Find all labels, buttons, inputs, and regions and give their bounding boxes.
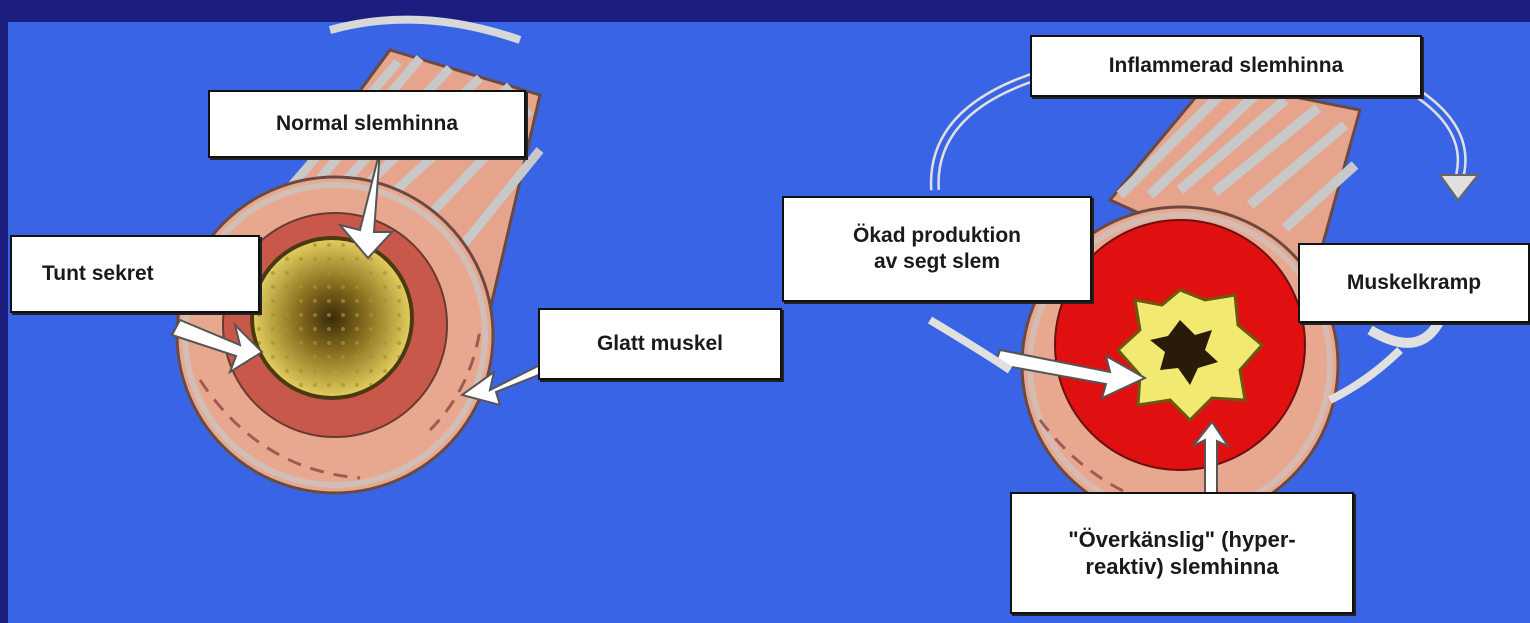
label-thin-secretion: Tunt sekret bbox=[10, 235, 260, 313]
label-normal-mucosa: Normal slemhinna bbox=[208, 90, 526, 158]
label-muscle-spasm: Muskelkramp bbox=[1298, 243, 1530, 323]
label-smooth-muscle: Glatt muskel bbox=[538, 308, 782, 380]
label-inflamed-mucosa: Inflammerad slemhinna bbox=[1030, 35, 1422, 97]
label-increased-mucus-production: Ökad produktion av segt slem bbox=[782, 196, 1092, 302]
label-hyperreactive-mucosa: "Överkänslig" (hyper- reaktiv) slemhinna bbox=[1010, 492, 1354, 614]
normal-airway-cross-section bbox=[177, 177, 493, 493]
